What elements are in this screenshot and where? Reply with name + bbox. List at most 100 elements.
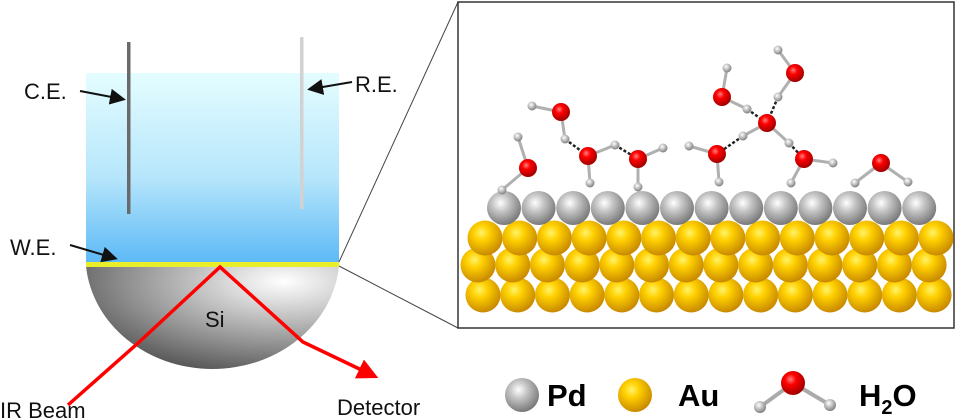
oxygen-atom bbox=[579, 147, 597, 165]
au-atom bbox=[675, 220, 711, 256]
hydrogen-atom bbox=[722, 63, 732, 73]
water-molecule bbox=[497, 132, 537, 195]
oxygen-atom bbox=[758, 114, 776, 132]
oxygen-atom bbox=[629, 150, 647, 168]
pd-atom bbox=[521, 191, 556, 225]
detector-label: Detector bbox=[337, 395, 420, 420]
pd-atom bbox=[902, 191, 937, 225]
we-arrow bbox=[69, 244, 118, 263]
hydrogen-atom bbox=[497, 185, 507, 195]
pd-atom bbox=[833, 191, 867, 225]
pd-atom bbox=[867, 191, 902, 225]
oxygen-atom bbox=[786, 64, 804, 82]
oxygen-atom bbox=[708, 145, 726, 163]
pd-atom bbox=[590, 191, 625, 225]
water-molecules bbox=[497, 45, 913, 195]
au-atom bbox=[529, 247, 565, 283]
pd-atom bbox=[798, 191, 833, 225]
hydrogen-atom bbox=[850, 178, 860, 188]
oxygen-atom bbox=[519, 159, 537, 177]
legend-pd-sphere bbox=[505, 378, 539, 412]
prism-label: Si bbox=[205, 307, 225, 332]
hydrogen-atom bbox=[742, 104, 752, 114]
au-atom bbox=[738, 247, 774, 283]
oxygen-atom bbox=[713, 88, 731, 106]
oxygen-atom bbox=[795, 150, 813, 168]
au-atom bbox=[849, 220, 885, 256]
reference-electrode bbox=[300, 37, 304, 209]
hydrogen-atom bbox=[714, 177, 724, 187]
au-atom bbox=[708, 277, 744, 313]
au-atom bbox=[745, 220, 781, 256]
pd-atom bbox=[625, 191, 660, 225]
water-molecule bbox=[684, 141, 726, 187]
water-molecule bbox=[629, 143, 668, 192]
au-atom bbox=[569, 277, 605, 313]
reference-electrode-label: R.E. bbox=[355, 72, 398, 97]
legend-au-label: Au bbox=[678, 378, 719, 413]
pd-atom bbox=[694, 191, 729, 225]
au-atom bbox=[536, 220, 572, 256]
hydrogen-atom bbox=[610, 140, 620, 150]
oxygen-atom bbox=[552, 103, 570, 121]
hydrogen-atom bbox=[527, 101, 537, 111]
legend-water-label: H2O bbox=[859, 378, 917, 419]
au-atom bbox=[571, 220, 607, 256]
counter-electrode-label: C.E. bbox=[24, 79, 67, 104]
legend-water-molecule bbox=[754, 371, 836, 413]
au-atom bbox=[534, 277, 570, 313]
water-molecule bbox=[713, 63, 752, 114]
au-atom bbox=[502, 220, 538, 256]
hydrogen-bond bbox=[788, 142, 805, 160]
au-atom bbox=[777, 277, 813, 313]
hydrogen-atom bbox=[658, 143, 668, 153]
au-atom bbox=[807, 247, 843, 283]
au-substrate bbox=[460, 220, 954, 313]
au-atom bbox=[465, 277, 501, 313]
au-atom bbox=[814, 220, 850, 256]
au-atom bbox=[883, 220, 919, 256]
au-atom bbox=[460, 247, 496, 283]
water-molecule bbox=[850, 154, 913, 188]
au-atom bbox=[772, 247, 808, 283]
au-atom bbox=[916, 277, 952, 313]
pd-atom bbox=[763, 191, 798, 225]
au-atom bbox=[876, 247, 912, 283]
au-atom bbox=[599, 247, 635, 283]
au-atom bbox=[743, 277, 779, 313]
pd-atom bbox=[487, 191, 521, 225]
water-molecule bbox=[738, 114, 794, 148]
au-atom bbox=[639, 277, 674, 313]
ce-arrow bbox=[79, 88, 126, 105]
hydrogen-atom bbox=[633, 182, 643, 192]
working-electrode-label: W.E. bbox=[10, 235, 56, 260]
oxygen-atom bbox=[872, 154, 890, 172]
au-atom bbox=[710, 220, 746, 256]
hydrogen-atom bbox=[585, 178, 595, 188]
au-atom bbox=[911, 247, 947, 283]
legend: Pd Au H2O bbox=[505, 371, 917, 419]
au-atom bbox=[606, 220, 642, 256]
atr-cell: C.E. R.E. W.E. Si IR Beam Detector bbox=[0, 37, 420, 420]
au-atom bbox=[495, 247, 531, 283]
au-atom bbox=[634, 247, 669, 283]
au-atom bbox=[812, 277, 848, 313]
au-atom bbox=[604, 277, 640, 313]
hydrogen-atom bbox=[738, 131, 748, 141]
counter-electrode bbox=[127, 42, 131, 214]
re-arrow bbox=[307, 79, 353, 95]
water-molecule bbox=[773, 45, 804, 102]
water-molecule bbox=[786, 150, 838, 188]
au-atom bbox=[703, 247, 739, 283]
au-atom bbox=[847, 277, 883, 313]
au-atom bbox=[564, 247, 600, 283]
si-hemisphere-prism bbox=[86, 266, 339, 369]
ir-beam-path bbox=[66, 264, 379, 407]
legend-au-sphere bbox=[618, 378, 652, 412]
ir-beam-label: IR Beam bbox=[0, 398, 86, 420]
hydrogen-atom bbox=[828, 158, 838, 168]
au-atom bbox=[881, 277, 917, 313]
au-atom bbox=[842, 247, 878, 283]
hydrogen-atom bbox=[560, 134, 570, 144]
